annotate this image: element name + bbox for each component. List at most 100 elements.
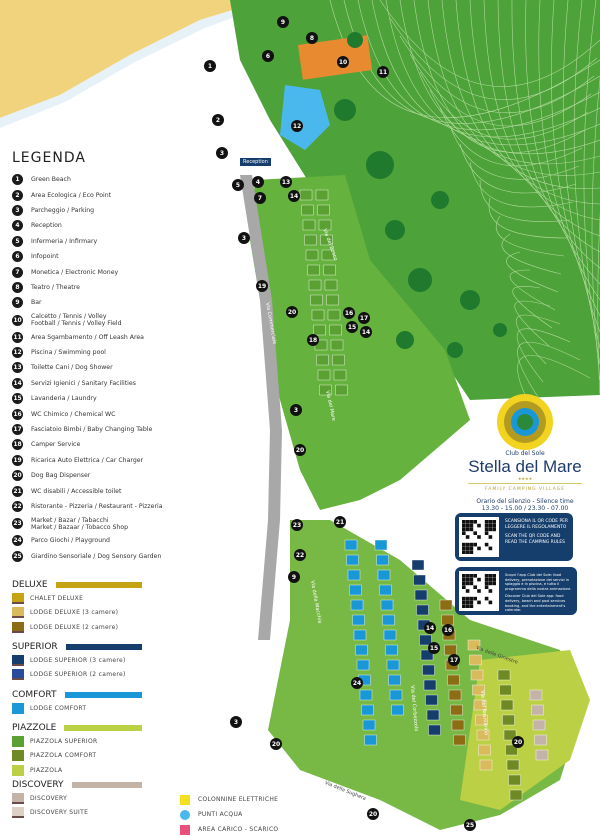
lodge-plot [377,569,391,581]
map-marker[interactable]: 11 [377,66,389,78]
lodge-plot [376,554,389,566]
lodge-plot [386,659,400,671]
tree [334,99,356,121]
map-marker[interactable]: 15 [346,321,358,333]
tree [385,220,405,240]
map-marker[interactable]: 13 [280,176,292,188]
legend-item-label: Dog Bag Dispenser [31,472,90,479]
legend-item-label: Ristorante - Pizzeria / Restaurant - Piz… [31,503,163,510]
map-marker[interactable]: 2 [212,114,224,126]
map-marker[interactable]: 10 [337,56,349,68]
map-marker[interactable]: 25 [464,819,476,831]
map-marker[interactable]: 9 [288,571,300,583]
lodge-plot [425,694,438,706]
map-marker[interactable]: 4 [252,176,264,188]
qr-rules-box[interactable]: SCANSIONA IL QR CODE PER LEGGERE IL REGO… [455,513,573,561]
lodge-plot [529,689,543,701]
lodge-plot [389,689,403,701]
map-marker[interactable]: 8 [306,32,318,44]
legend-item-label: Servizi Igienici / Sanitary Facilities [31,380,136,387]
lodge-plot [508,774,521,786]
map-marker[interactable]: 16 [343,307,355,319]
number-badge: 5 [12,235,23,247]
map-marker[interactable]: 3 [230,716,242,728]
pool [280,85,330,150]
map-marker[interactable]: 23 [291,519,303,531]
lodge-plot [301,204,314,216]
tree [396,331,414,349]
lodge-plot [346,554,359,566]
lodge-plot [439,599,453,611]
qr-code[interactable] [459,517,499,557]
lodge-plot [352,614,365,626]
number-badge: 6 [12,251,23,263]
map-marker[interactable]: 7 [254,192,266,204]
map-marker[interactable]: 20 [512,736,524,748]
map-marker[interactable]: 3 [290,404,302,416]
lodge-plot [305,249,319,261]
map-marker[interactable]: 15 [428,642,440,654]
number-badge: 23 [12,518,23,530]
map-marker[interactable]: 18 [307,334,319,346]
lodge-plot [470,669,484,681]
map-marker[interactable]: 20 [286,306,298,318]
brand-logo [497,394,553,450]
number-badge: 22 [12,501,23,512]
lodge-plot [326,294,339,306]
qr-text-it: SCANSIONA IL QR CODE PER LEGGERE IL REGO… [505,519,568,530]
map-marker[interactable]: 22 [294,549,306,561]
map-marker[interactable]: 20 [294,444,306,456]
lodge-plot [423,679,437,691]
legend-item-label: Ricarica Auto Elettrica / Car Charger [31,457,143,464]
map-marker[interactable]: 19 [256,280,268,292]
number-badge: 21 [12,485,23,497]
map-marker[interactable]: 16 [442,624,454,636]
label: Camper Service [31,441,81,449]
lodge-plot [315,189,329,201]
lodge-plot [310,294,323,306]
map-marker[interactable]: 14 [360,326,372,338]
map-marker[interactable]: 3 [238,232,250,244]
lodge-plot [332,354,345,366]
map-marker[interactable]: 20 [367,808,379,820]
category-item-label: PIAZZOLA [30,766,63,774]
map-marker[interactable]: 17 [358,312,370,324]
label: Parcheggio / Parking [31,206,95,214]
legend-item-label: Fasciatoio Bimbi / Baby Changing Table [31,426,152,433]
map-marker[interactable]: 14 [288,190,300,202]
number-badge: 19 [12,454,23,466]
map-marker[interactable]: 21 [334,516,346,528]
map-marker[interactable]: 6 [262,50,274,62]
color-swatch [12,669,24,681]
map-marker[interactable]: 3 [216,147,228,159]
color-swatch [12,702,24,714]
map-marker[interactable]: 24 [351,677,363,689]
lodge-plot [330,339,344,351]
label: Area Ecologica / Eco Point [31,191,112,199]
lodge-plot [453,734,466,746]
number-badge: 15 [12,393,23,405]
qr-code[interactable] [459,571,499,611]
qr-app-box[interactable]: Scopri l'app Club del Sole: food deliver… [455,567,577,615]
legend-item-label: Infermeria / Infirmary [31,238,97,245]
lodge-plot [304,234,317,246]
map-marker[interactable]: 17 [448,654,460,666]
category-item-label: DISCOVERY SUITE [30,809,89,817]
map-marker[interactable]: 5 [232,179,244,191]
number-badge: 2 [12,189,23,201]
map-marker[interactable]: 12 [291,120,303,132]
number-badge: 7 [12,266,23,278]
map-marker[interactable]: 9 [277,16,289,28]
legend-item-label: Monetica / Electronic Money [31,269,118,276]
map-marker[interactable]: 14 [424,622,436,634]
map-marker[interactable]: 20 [270,738,282,750]
color-swatch [12,654,24,666]
lodge-plot [388,674,401,686]
map-marker[interactable]: 1 [204,60,216,72]
